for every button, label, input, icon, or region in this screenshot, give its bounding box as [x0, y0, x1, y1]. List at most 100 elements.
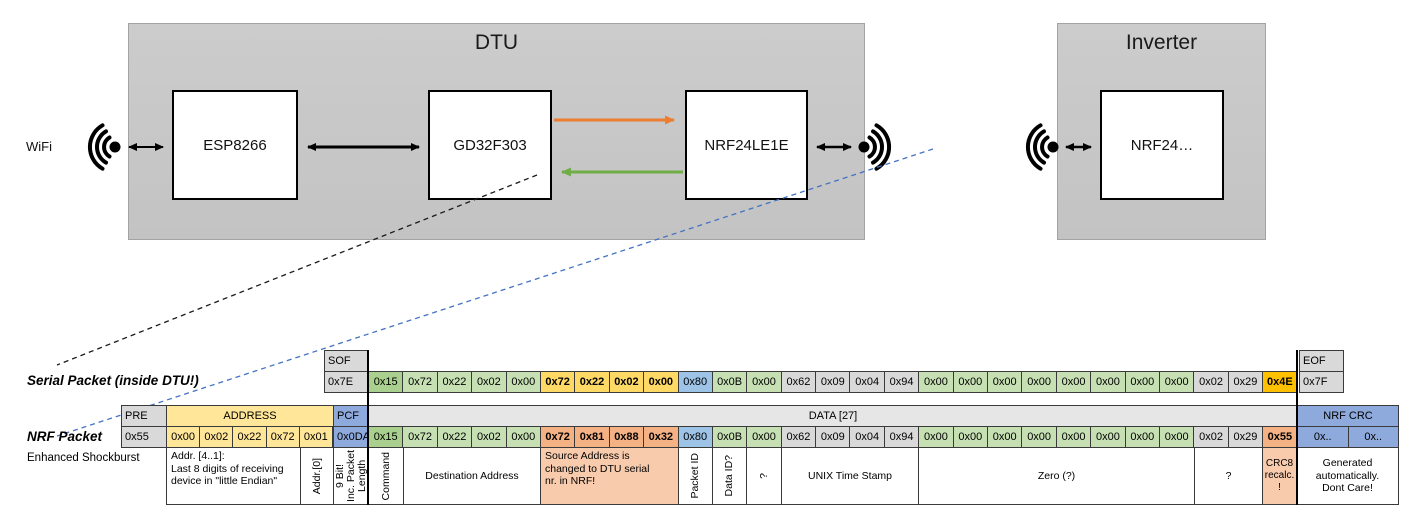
nrf-byte-cell: 0x88 — [608, 426, 645, 448]
nrf-byte-cell: 0x94 — [883, 426, 920, 448]
eof-value: 0x7F — [1299, 371, 1344, 393]
pre-value: 0x55 — [121, 426, 167, 448]
serial-byte-cell: 0x00 — [1090, 371, 1126, 393]
wifi-icon-inverter — [1025, 123, 1059, 171]
annotation-address-main: Addr. [4..1]: Last 8 digits of receiving… — [166, 447, 301, 505]
serial-byte-cell: 0x00 — [1055, 371, 1092, 393]
data-block-right-edge — [1296, 350, 1298, 505]
address-byte-cell: 0x00 — [166, 426, 201, 448]
nrf-byte-cell: 0x29 — [1227, 426, 1264, 448]
nrf-byte-cell: 0x72 — [402, 426, 438, 448]
serial-byte-cell: 0x72 — [402, 371, 438, 393]
annotation-unix-timestamp: UNIX Time Stamp — [781, 447, 919, 505]
annotation-addr0-text: Addr.[0] — [310, 457, 323, 495]
annotation-data-id: Data ID? — [712, 447, 747, 505]
crc-byte-cell: 0x.. — [1297, 426, 1349, 448]
serial-byte-cell: 0x00 — [987, 371, 1023, 393]
chip-inverter-nrf24: NRF24… — [1100, 90, 1224, 200]
serial-byte-cell: 0x00 — [643, 371, 679, 393]
chip-esp8266-label: ESP8266 — [203, 136, 267, 154]
nrf-byte-cell: 0x22 — [436, 426, 473, 448]
serial-byte-cell: 0x02 — [1193, 371, 1229, 393]
nrf-byte-cell: 0x80 — [677, 426, 713, 448]
address-byte-cell: 0x72 — [265, 426, 300, 448]
nrf-byte-cell: 0x15 — [368, 426, 404, 448]
enhanced-shockburst-label: Enhanced Shockburst — [27, 452, 140, 464]
serial-byte-cell: 0x80 — [677, 371, 713, 393]
nrf-byte-cell: 0x32 — [643, 426, 679, 448]
nrf-packet-label: NRF Packet — [27, 429, 103, 444]
annotation-crc8-recalc: CRC8 recalc. ! — [1262, 447, 1297, 505]
serial-byte-cell: 0x62 — [780, 371, 817, 393]
sof-header: SOF — [324, 350, 369, 372]
nrf-byte-cell: 0x00 — [952, 426, 989, 448]
nrf-byte-cell: 0x00 — [918, 426, 954, 448]
chip-gd32f303: GD32F303 — [428, 90, 552, 200]
serial-byte-cell: 0x72 — [539, 371, 576, 393]
data-header: DATA [27] — [368, 405, 1298, 427]
serial-byte-cell: 0x15 — [368, 371, 404, 393]
nrf-byte-cell: 0x00 — [1021, 426, 1057, 448]
annotation-question-1-text: ? — [757, 473, 770, 479]
address-byte-cell: 0x02 — [199, 426, 234, 448]
serial-byte-cell: 0x4E — [1262, 371, 1298, 393]
nrf-byte-cell: 0x62 — [780, 426, 817, 448]
annotation-question-2: ? — [1194, 447, 1263, 505]
serial-byte-cell: 0x00 — [918, 371, 954, 393]
wifi-label: WiFi — [26, 139, 52, 154]
pcf-header: PCF — [333, 405, 369, 427]
serial-byte-cell: 0x00 — [1124, 371, 1160, 393]
annotation-pcf-note: 9 Bit! Inc. Packet Length — [333, 447, 369, 505]
serial-byte-cell: 0x0B — [711, 371, 748, 393]
eof-header: EOF — [1299, 350, 1344, 372]
annotation-source-address: Source Address is changed to DTU serial … — [540, 447, 679, 505]
serial-byte-cell: 0x22 — [574, 371, 610, 393]
serial-byte-cell: 0x00 — [1158, 371, 1195, 393]
serial-byte-cell: 0x02 — [608, 371, 645, 393]
nrf-byte-cell: 0x00 — [746, 426, 782, 448]
annotation-zero: Zero (?) — [918, 447, 1195, 505]
annotation-addr0: Addr.[0] — [300, 447, 334, 505]
nrf-byte-cell: 0x02 — [1193, 426, 1229, 448]
annotation-command-text: Command — [379, 451, 392, 501]
chip-gd32f303-label: GD32F303 — [453, 136, 527, 154]
pre-header: PRE — [121, 405, 167, 427]
annotation-question-1: ? — [746, 447, 782, 505]
serial-byte-cell: 0x09 — [815, 371, 851, 393]
annotation-data-id-text: Data ID? — [723, 455, 735, 497]
address-header: ADDRESS — [166, 405, 334, 427]
serial-byte-cell: 0x94 — [883, 371, 920, 393]
nrf-byte-cell: 0x09 — [815, 426, 851, 448]
nrf-byte-cell: 0x72 — [539, 426, 576, 448]
nrf-crc-bytes: 0x..0x.. — [1297, 426, 1399, 448]
sof-value: 0x7E — [324, 371, 369, 393]
nrf-byte-cell: 0x55 — [1262, 426, 1298, 448]
serial-byte-cell: 0x00 — [952, 371, 989, 393]
annotation-packet-id: Packet ID — [678, 447, 713, 505]
nrf-byte-cell: 0x00 — [1090, 426, 1126, 448]
address-byte-cell: 0x22 — [232, 426, 267, 448]
nrf-byte-cell: 0x00 — [1158, 426, 1195, 448]
annotation-destination-address: Destination Address — [403, 447, 541, 505]
chip-nrf24le1e-label: NRF24LE1E — [704, 136, 789, 154]
nrf-byte-cell: 0x02 — [471, 426, 507, 448]
nrf-byte-cell: 0x00 — [505, 426, 541, 448]
serial-byte-cell: 0x04 — [849, 371, 885, 393]
serial-byte-cell: 0x00 — [1021, 371, 1057, 393]
chip-esp8266: ESP8266 — [172, 90, 298, 200]
nrf-byte-cell: 0x81 — [574, 426, 610, 448]
pcf-value: 0x0DA — [333, 426, 370, 448]
data-block-left-edge — [367, 350, 369, 505]
wifi-icon-left — [87, 123, 121, 171]
nrf-crc-header: NRF CRC — [1297, 405, 1399, 427]
nrf-byte-cell: 0x04 — [849, 426, 885, 448]
serial-byte-cell: 0x22 — [436, 371, 473, 393]
annotation-pcf-note-text: 9 Bit! Inc. Packet Length — [333, 450, 368, 502]
annotation-crc-generated: Generated automatically. Dont Care! — [1296, 447, 1399, 505]
serial-byte-cell: 0x29 — [1227, 371, 1264, 393]
inverter-title: Inverter — [1125, 31, 1198, 54]
serial-packet-label: Serial Packet (inside DTU!) — [27, 373, 199, 388]
